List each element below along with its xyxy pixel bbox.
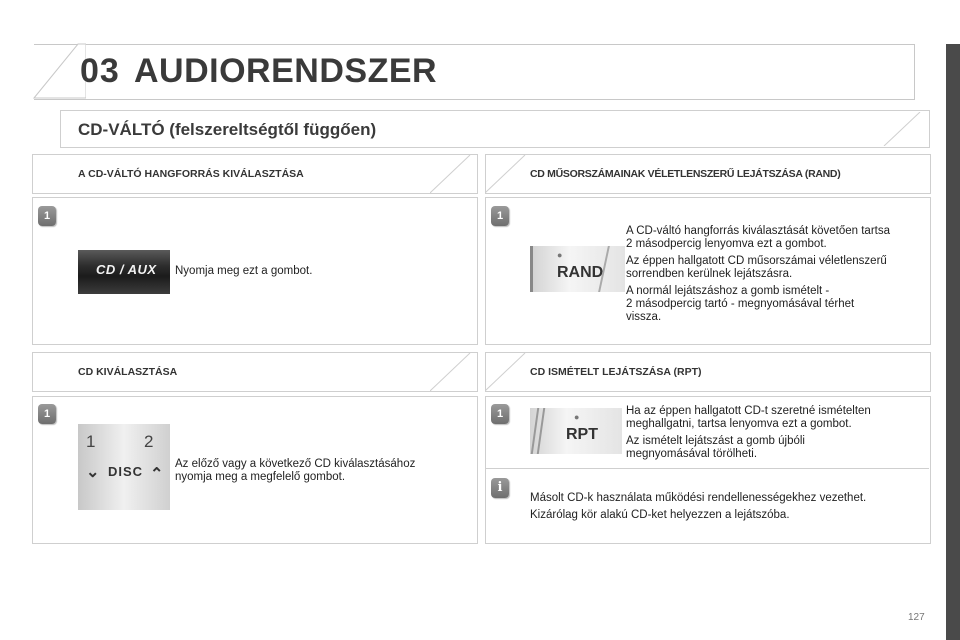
disc-button-image: 1 2 ⌄ DISC ⌃: [78, 424, 170, 510]
text-line: Kizárólag kör alakú CD-ket helyezzen a l…: [530, 509, 790, 521]
rpt-button-image: ● RPT: [530, 408, 622, 454]
subheader-rpt: CD ISMÉTELT LEJÁTSZÁSA (RPT): [530, 366, 702, 378]
subheader-bar-cd-select: [32, 352, 478, 392]
paragraph: Az ismételt lejátszást a gomb újbóli meg…: [626, 435, 926, 461]
chapter-header-bar: [34, 44, 915, 100]
rand-description: A CD-váltó hangforrás kiválasztását köve…: [626, 225, 926, 328]
subheader-diagonal: [430, 155, 471, 193]
subheader-diagonal: [430, 353, 471, 391]
chapter-number: 03: [80, 52, 120, 90]
subheader-diagonal: [485, 155, 526, 193]
subheader-bar-rand: [485, 154, 931, 194]
step-badge: 1: [491, 404, 509, 424]
section-title-bar: [60, 110, 930, 148]
instruction-text: Az előző vagy a következő CD kiválasztás…: [175, 458, 415, 484]
text-line: Az ismételt lejátszást a gomb újbóli: [626, 435, 805, 447]
cd-aux-button-image: CD / AUX: [78, 250, 170, 294]
led-dot-icon: ●: [574, 412, 580, 422]
chapter-header-corner: [32, 43, 86, 99]
text-line: nyomja meg a megfelelő gombot.: [175, 471, 346, 483]
step-badge: 1: [38, 404, 56, 424]
text-line: Másolt CD-k használata működési rendelle…: [530, 492, 867, 504]
section-bar-diagonal: [883, 112, 921, 146]
subheader-diagonal: [485, 353, 526, 391]
text-line: 2 másodpercig lenyomva ezt a gombot.: [626, 238, 827, 250]
chevron-up-icon: ⌃: [150, 466, 164, 483]
subheader-cd-select: CD KIVÁLASZTÁSA: [78, 366, 178, 378]
paragraph: Ha az éppen hallgatott CD-t szeretné ism…: [626, 405, 926, 431]
rpt-label: RPT: [566, 426, 598, 443]
text-line: A CD-váltó hangforrás kiválasztását köve…: [626, 225, 890, 237]
paragraph: A CD-váltó hangforrás kiválasztását köve…: [626, 225, 926, 251]
subheader-cd-source: A CD-VÁLTÓ HANGFORRÁS KIVÁLASZTÁSA: [78, 168, 304, 180]
step-badge: 1: [38, 206, 56, 226]
info-text: Másolt CD-k használata működési rendelle…: [530, 492, 866, 522]
disc-label: DISC: [108, 464, 144, 479]
page-number: 127: [908, 612, 925, 623]
subheader-rand: CD MŰSORSZÁMAINAK VÉLETLENSZERŰ LEJÁTSZÁ…: [530, 168, 841, 180]
text-line: A normál lejátszáshoz a gomb ismételt -: [626, 285, 830, 297]
text-line: Az előző vagy a következő CD kiválasztás…: [175, 458, 416, 470]
paragraph: Az éppen hallgatott CD műsorszámai vélet…: [626, 255, 926, 281]
led-dot-icon: ●: [557, 250, 563, 260]
text-line: megnyomásával törölheti.: [626, 448, 758, 460]
disc-left-number: 1: [86, 432, 96, 451]
text-line: vissza.: [626, 311, 662, 323]
section-title: CD-VÁLTÓ (felszereltségtől függően): [78, 120, 377, 139]
paragraph: A normál lejátszáshoz a gomb ismételt - …: [626, 285, 926, 324]
disc-right-number: 2: [144, 432, 154, 451]
subheader-bar-cd-source: [32, 154, 478, 194]
text-line: Ha az éppen hallgatott CD-t szeretné ism…: [626, 405, 871, 417]
rpt-description: Ha az éppen hallgatott CD-t szeretné ism…: [626, 405, 926, 465]
info-divider: [485, 468, 929, 469]
chapter-sidebar-tab: [946, 44, 960, 640]
instruction-text: Nyomja meg ezt a gombot.: [175, 265, 313, 277]
text-line: 2 másodpercig tartó - megnyomásával térh…: [626, 298, 855, 310]
info-icon: i: [491, 478, 509, 498]
text-line: Az éppen hallgatott CD műsorszámai vélet…: [626, 255, 887, 267]
cd-aux-label: CD / AUX: [96, 262, 157, 277]
rand-button-image: ● RAND: [530, 246, 625, 292]
chapter-title: AUDIORENDSZER: [134, 52, 438, 90]
text-line: sorrendben kerülnek lejátszásra.: [626, 268, 793, 280]
subheader-bar-rpt: [485, 352, 931, 392]
step-badge: 1: [491, 206, 509, 226]
chevron-down-icon: ⌄: [86, 464, 100, 481]
rand-label: RAND: [557, 264, 604, 281]
text-line: meghallgatni, tartsa lenyomva ezt a gomb…: [626, 418, 852, 430]
